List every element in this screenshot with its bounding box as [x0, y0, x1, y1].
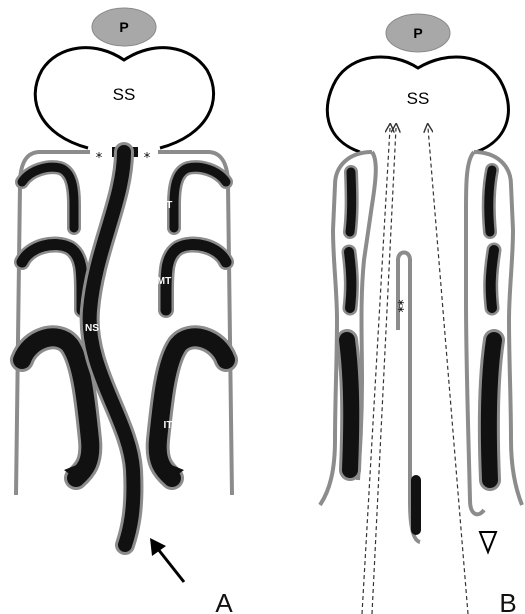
- st-left-label: ST: [54, 200, 67, 211]
- open-triangle-arrowhead-icon: [480, 532, 496, 552]
- sphenoid-sinus-label-a: SS: [113, 85, 136, 104]
- star-right: *: [144, 151, 151, 166]
- sphenoid-sinus-label-b: SS: [407, 89, 430, 108]
- mt-right-label: MT: [157, 276, 171, 287]
- superior-turbinate-right-a: ST: [160, 167, 226, 228]
- panel-label-a: A: [215, 588, 233, 614]
- panel-b: P SS: [320, 14, 522, 614]
- double-star: **: [390, 300, 405, 314]
- st-right-label: ST: [160, 200, 173, 211]
- ns-label: NS: [85, 323, 99, 334]
- mt-left-label: MT: [53, 276, 67, 287]
- superior-turbinate-left-a: ST: [22, 167, 74, 228]
- lateral-wall-left-b: [320, 152, 376, 505]
- arrow-icon: [150, 538, 184, 582]
- lateral-wall-right-b: [466, 152, 522, 514]
- inferior-turbinate-right-a: IT: [158, 337, 226, 482]
- panel-label-b: B: [499, 588, 516, 614]
- it-right-label: IT: [164, 420, 173, 431]
- septal-flap-b: **: [390, 253, 420, 543]
- pituitary-label-a: P: [119, 19, 128, 35]
- it-left-label: IT: [41, 420, 50, 431]
- star-left: *: [96, 151, 103, 166]
- pituitary-label-b: P: [413, 25, 422, 41]
- middle-turbinate-left-a: MT: [22, 244, 82, 310]
- surgical-trajectories: [362, 128, 468, 614]
- panel-a: P SS * * ST ST MT: [16, 8, 233, 614]
- nasal-septum-a: NS: [85, 147, 138, 545]
- middle-turbinate-right-a: MT: [157, 244, 226, 310]
- inferior-turbinate-left-a: IT: [22, 337, 90, 482]
